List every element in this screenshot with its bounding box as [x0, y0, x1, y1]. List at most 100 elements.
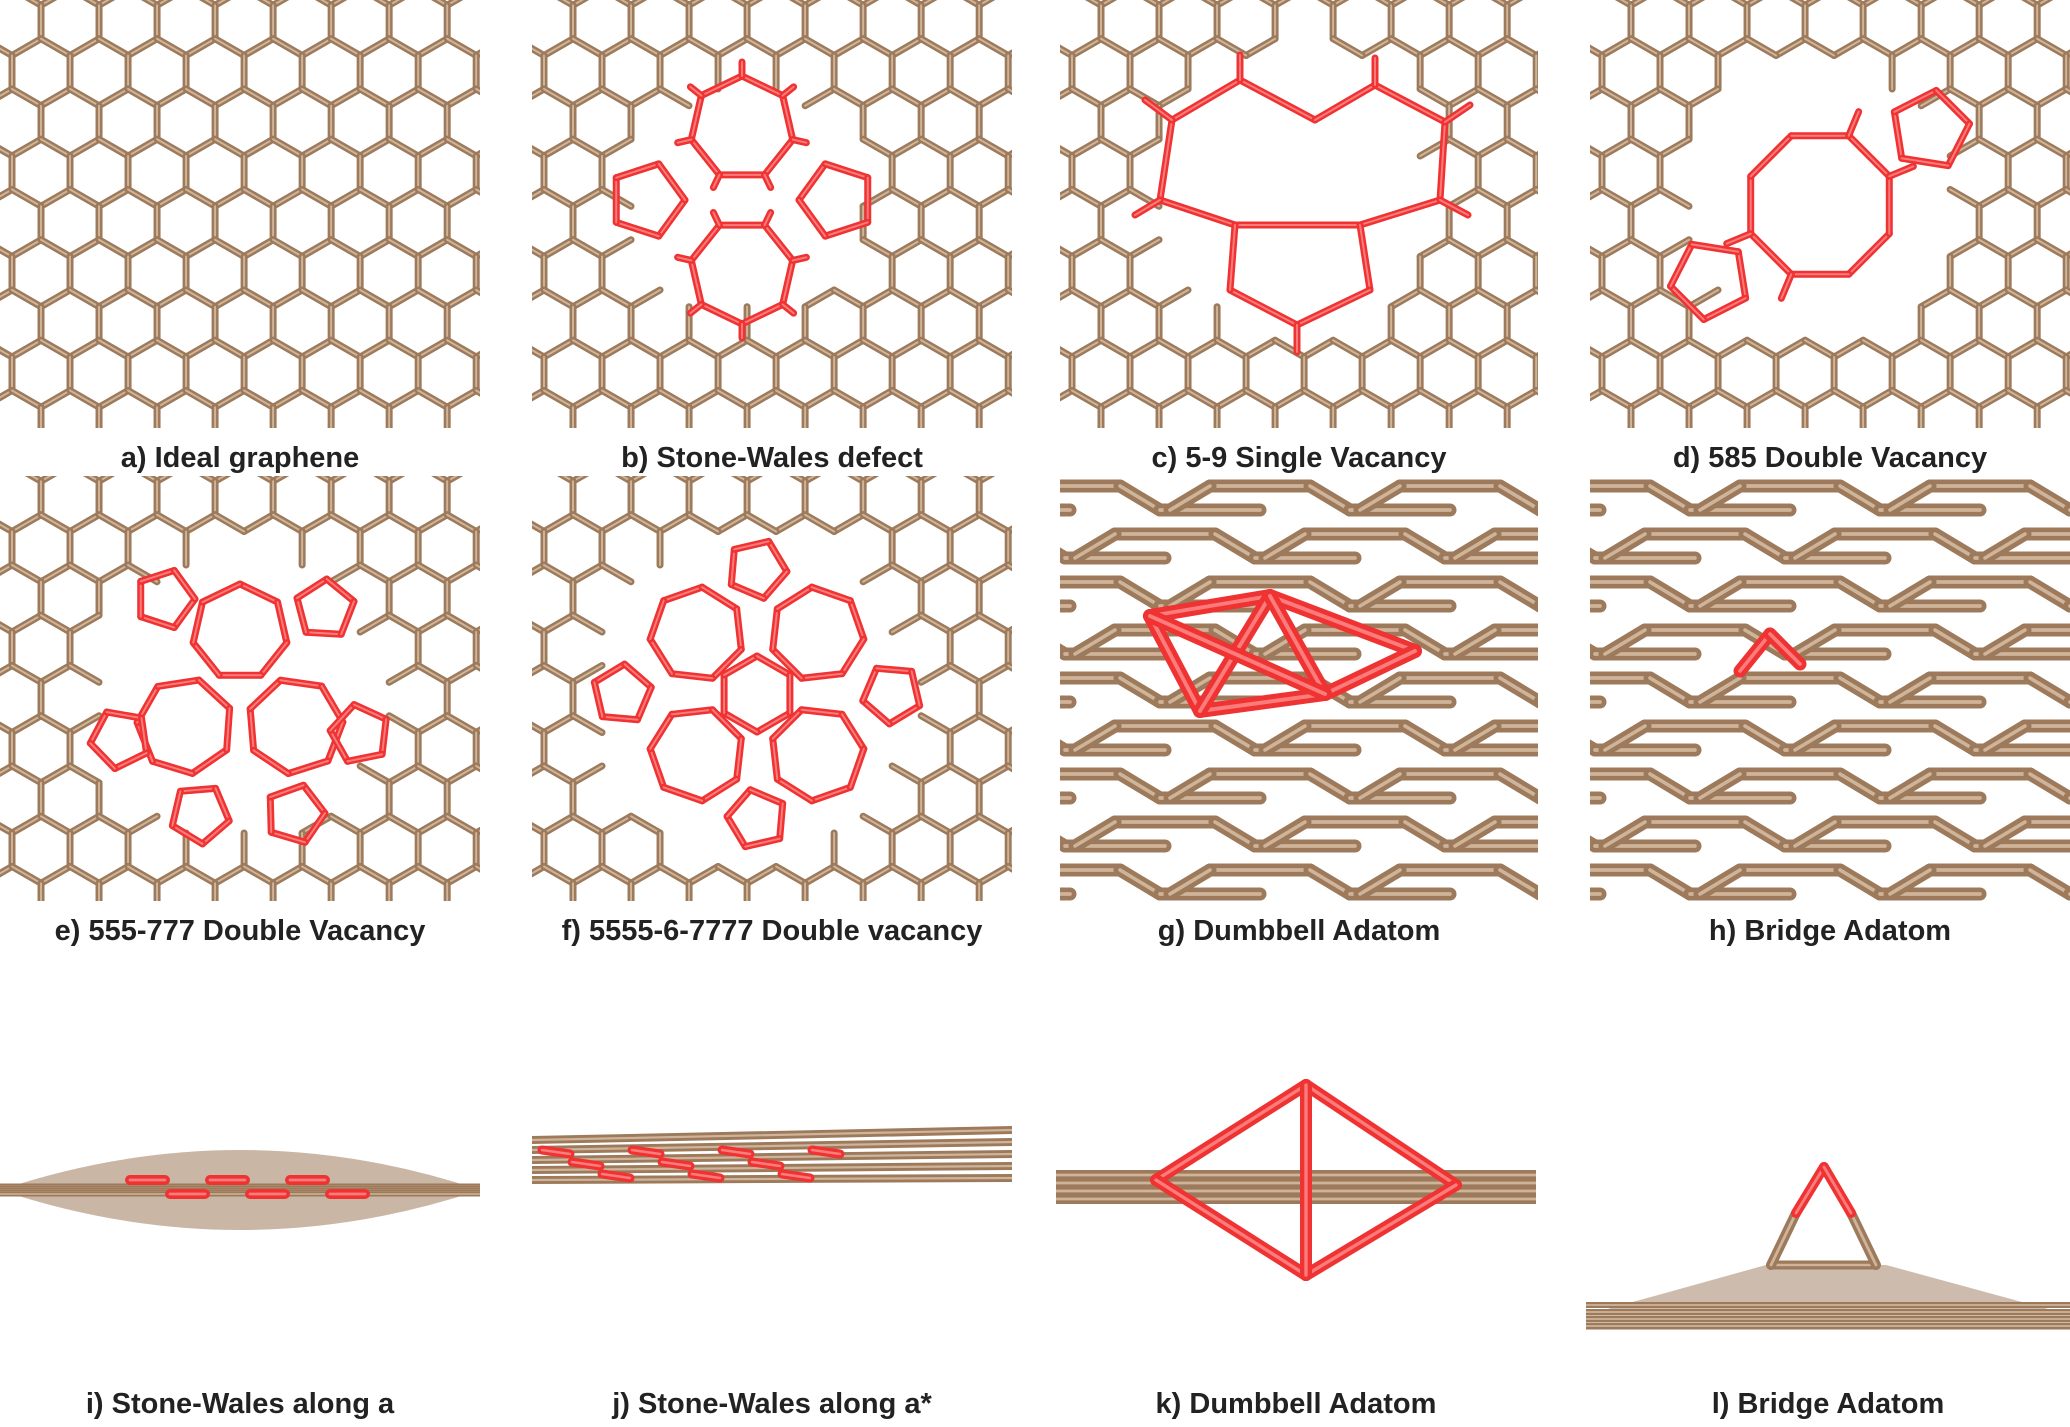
carbon-bond	[1536, 0, 1538, 5]
bond-highlight	[1833, 339, 1865, 358]
bond-highlight	[1100, 138, 1132, 157]
bond-highlight	[272, 238, 304, 258]
bond-highlight	[388, 138, 420, 157]
bond-highlight	[1159, 119, 1173, 201]
bond-highlight	[1978, 389, 2010, 409]
bond-highlight	[2007, 88, 2039, 107]
bond-highlight	[1590, 289, 1603, 299]
bond-highlight	[1419, 339, 1451, 358]
bond-highlight	[1332, 339, 1364, 358]
bond-highlight	[1296, 289, 1371, 326]
bond-highlight	[1448, 389, 1480, 409]
bond-highlight	[1187, 339, 1219, 358]
bond-highlight	[359, 289, 391, 308]
bond-highlight	[1590, 389, 1603, 399]
bond-highlight	[156, 389, 188, 409]
bond-highlight	[359, 138, 391, 157]
bond-highlight	[243, 339, 275, 358]
bond-highlight	[69, 188, 101, 208]
bond-highlight	[1893, 89, 1938, 113]
bond-highlight	[40, 339, 72, 358]
bond-highlight	[978, 88, 1010, 107]
bond-highlight	[601, 339, 633, 358]
bond-highlight	[1359, 199, 1441, 226]
bond-highlight	[1380, 0, 1393, 7]
bond-highlight	[243, 188, 275, 208]
bond-highlight	[1158, 37, 1190, 57]
carbon-bond	[532, 0, 544, 5]
bond-highlight	[11, 138, 42, 157]
bond-highlight	[1893, 110, 1903, 160]
bond-highlight	[659, 37, 691, 57]
bond-highlight	[2007, 289, 2039, 308]
bond-highlight	[690, 94, 703, 141]
bond-highlight	[1158, 389, 1190, 409]
bond-highlight	[1804, 37, 1836, 57]
bond-highlight	[1780, 273, 1793, 300]
bond-highlight	[1737, 250, 1747, 300]
bond-highlight	[69, 88, 101, 107]
defect-structure	[1131, 51, 1474, 356]
lattice	[1590, 0, 2070, 428]
bond-highlight	[417, 238, 449, 258]
bond-highlight	[185, 138, 217, 157]
bond-highlight	[417, 389, 449, 409]
bond-highlight	[920, 238, 952, 258]
single-vacancy-drawing	[1060, 0, 1538, 428]
bond-highlight	[1891, 37, 1923, 57]
bond-highlight	[0, 147, 13, 157]
bond-highlight	[763, 173, 772, 189]
bond-highlight	[0, 0, 12, 5]
bond-highlight	[1100, 339, 1132, 358]
bond-highlight	[1746, 339, 1778, 358]
bond-highlight	[1804, 389, 1836, 409]
bond-highlight	[1229, 224, 1236, 291]
bond-highlight	[330, 88, 362, 107]
bond-highlight	[1361, 37, 1393, 57]
caption-c: c) 5-9 Single Vacancy	[1151, 442, 1447, 474]
bond-highlight	[1129, 339, 1161, 358]
bond-highlight	[572, 138, 604, 157]
bond-highlight	[891, 289, 923, 308]
bond-highlight	[0, 188, 13, 198]
caption-d: d) 585 Double Vacancy	[1672, 442, 1988, 474]
bond-highlight	[689, 85, 703, 97]
bond-highlight	[1669, 243, 1693, 288]
bond-highlight	[1439, 121, 1446, 201]
bond-highlight	[40, 37, 72, 57]
bond-highlight	[688, 339, 720, 358]
bond-highlight	[920, 188, 952, 208]
bond-highlight	[1060, 147, 1073, 157]
bond-highlight	[1071, 188, 1102, 208]
bond-highlight	[1448, 289, 1480, 308]
bond-highlight	[1601, 389, 1632, 409]
bond-highlight	[1949, 88, 1981, 107]
bond-highlight	[833, 289, 865, 308]
stone-wales-drawing	[532, 0, 1012, 428]
bond-highlight	[1978, 289, 2010, 308]
bond-highlight	[11, 389, 42, 409]
bond-highlight	[688, 389, 720, 409]
bond-highlight	[272, 339, 304, 358]
bond-highlight	[1419, 389, 1451, 409]
bond-highlight	[243, 37, 275, 57]
bond-highlight	[1264, 0, 1277, 7]
bond-highlight	[1920, 339, 1952, 358]
bond-highlight	[301, 389, 333, 409]
bond-highlight	[1100, 0, 1113, 7]
bond-highlight	[601, 88, 633, 107]
bond-highlight	[615, 162, 660, 179]
bond-highlight	[1245, 37, 1277, 57]
bond-highlight	[1477, 188, 1509, 208]
bond-highlight	[388, 389, 420, 409]
bond-highlight	[1158, 289, 1190, 308]
bond-highlight	[1804, 0, 1817, 7]
bond-highlight	[1949, 339, 1981, 358]
bond-highlight	[1949, 289, 1981, 308]
bond-highlight	[1852, 0, 1865, 7]
lattice	[1060, 0, 1538, 428]
bond-highlight	[532, 188, 545, 198]
bond-highlight	[1448, 339, 1480, 358]
bond-highlight	[11, 289, 42, 308]
bond-highlight	[1630, 138, 1662, 157]
